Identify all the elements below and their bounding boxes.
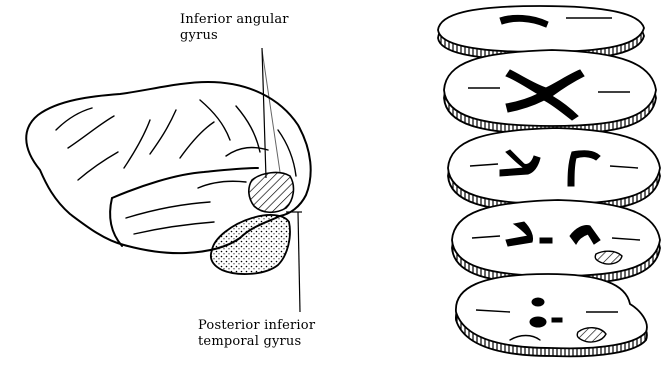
posterior-inferior-temporal-gyrus-label-line1: Posterior inferior xyxy=(198,318,315,334)
inferior-angular-gyrus-label-line1: Inferior angular xyxy=(180,12,289,28)
axial-slice-2 xyxy=(444,50,656,134)
lateral-brain-view xyxy=(26,48,310,312)
inferior-angular-gyrus-label: Inferior angular gyrus xyxy=(180,12,289,44)
axial-slice-5 xyxy=(456,274,647,356)
axial-slices-stack xyxy=(438,6,660,356)
temporal-lobe-border xyxy=(110,198,122,246)
cerebellum xyxy=(211,215,290,274)
hatched-region xyxy=(249,173,294,213)
leader-line-top xyxy=(262,48,266,178)
inferior-angular-gyrus-label-line2: gyrus xyxy=(180,28,289,44)
posterior-inferior-temporal-gyrus-label: Posterior inferior temporal gyrus xyxy=(198,318,315,350)
axial-slice-4 xyxy=(452,200,660,284)
posterior-inferior-temporal-gyrus-label-line2: temporal gyrus xyxy=(198,334,315,350)
leader-line-bottom xyxy=(298,212,300,312)
sulci xyxy=(56,100,296,234)
sylvian-fissure xyxy=(112,168,258,198)
